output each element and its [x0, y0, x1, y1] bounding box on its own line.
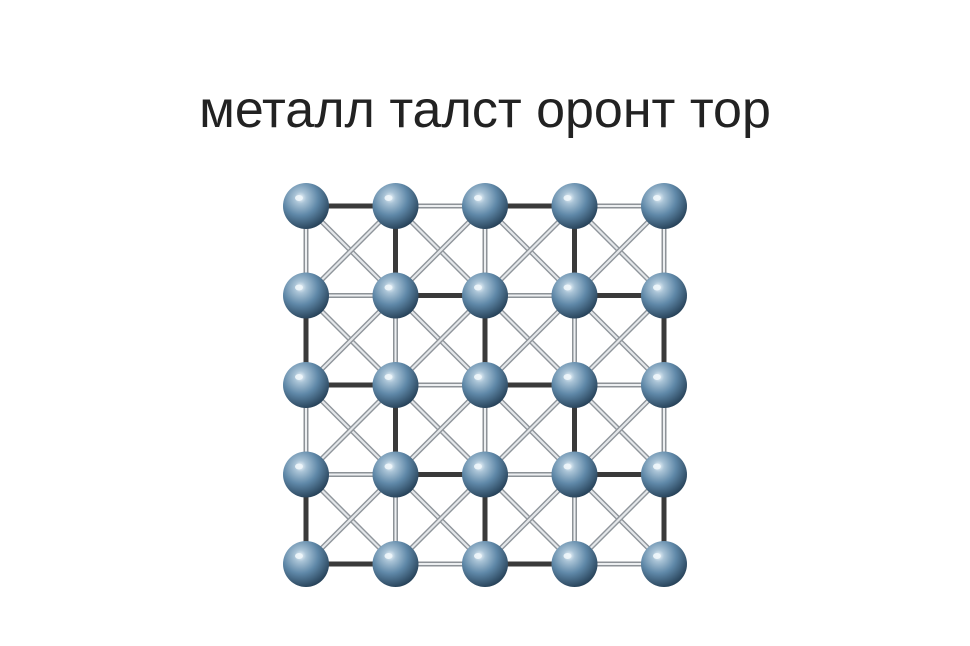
metal-atom: [462, 451, 508, 498]
atom-highlight: [295, 374, 303, 380]
atom-highlight: [653, 463, 661, 470]
metal-atom: [283, 362, 329, 408]
metal-atom: [462, 362, 508, 408]
atom-highlight: [563, 553, 572, 559]
atom-highlight: [563, 195, 572, 201]
metal-atom: [551, 541, 598, 587]
atom-highlight: [295, 284, 303, 291]
metal-atom: [551, 183, 598, 229]
metal-atom: [372, 272, 419, 319]
atom-highlight: [653, 195, 661, 201]
atom-highlight: [563, 374, 572, 380]
atom-highlight: [474, 463, 482, 470]
atoms: [283, 183, 687, 587]
metal-atom: [462, 541, 508, 587]
metal-atom: [283, 451, 329, 498]
atom-highlight: [653, 284, 661, 291]
atom-highlight: [653, 553, 661, 559]
metal-atom: [372, 183, 419, 229]
metal-atom: [372, 451, 419, 498]
atom-highlight: [653, 374, 661, 380]
atom-highlight: [563, 463, 572, 470]
metal-atom: [641, 183, 687, 229]
metal-atom: [641, 541, 687, 587]
atom-highlight: [295, 553, 303, 559]
atom-highlight: [474, 553, 482, 559]
slide-title: металл талст оронт тор: [199, 81, 771, 139]
metal-atom: [372, 362, 419, 408]
metal-atom: [372, 541, 419, 587]
atom-highlight: [384, 463, 393, 470]
metal-atom: [641, 272, 687, 319]
atom-highlight: [295, 195, 303, 201]
metal-atom: [641, 362, 687, 408]
atom-highlight: [384, 195, 393, 201]
atom-highlight: [563, 284, 572, 291]
metal-atom: [551, 272, 598, 319]
atom-highlight: [474, 284, 482, 291]
atom-highlight: [384, 553, 393, 559]
atom-highlight: [295, 463, 303, 470]
metal-atom: [283, 541, 329, 587]
atom-highlight: [474, 374, 482, 380]
metal-atom: [283, 183, 329, 229]
metal-atom: [462, 183, 508, 229]
metal-atom: [283, 272, 329, 319]
metal-atom: [551, 362, 598, 408]
atom-highlight: [474, 195, 482, 201]
atom-highlight: [384, 374, 393, 380]
metal-atom: [462, 272, 508, 319]
metal-atom: [551, 451, 598, 498]
metal-atom: [641, 451, 687, 498]
atom-highlight: [384, 284, 393, 291]
